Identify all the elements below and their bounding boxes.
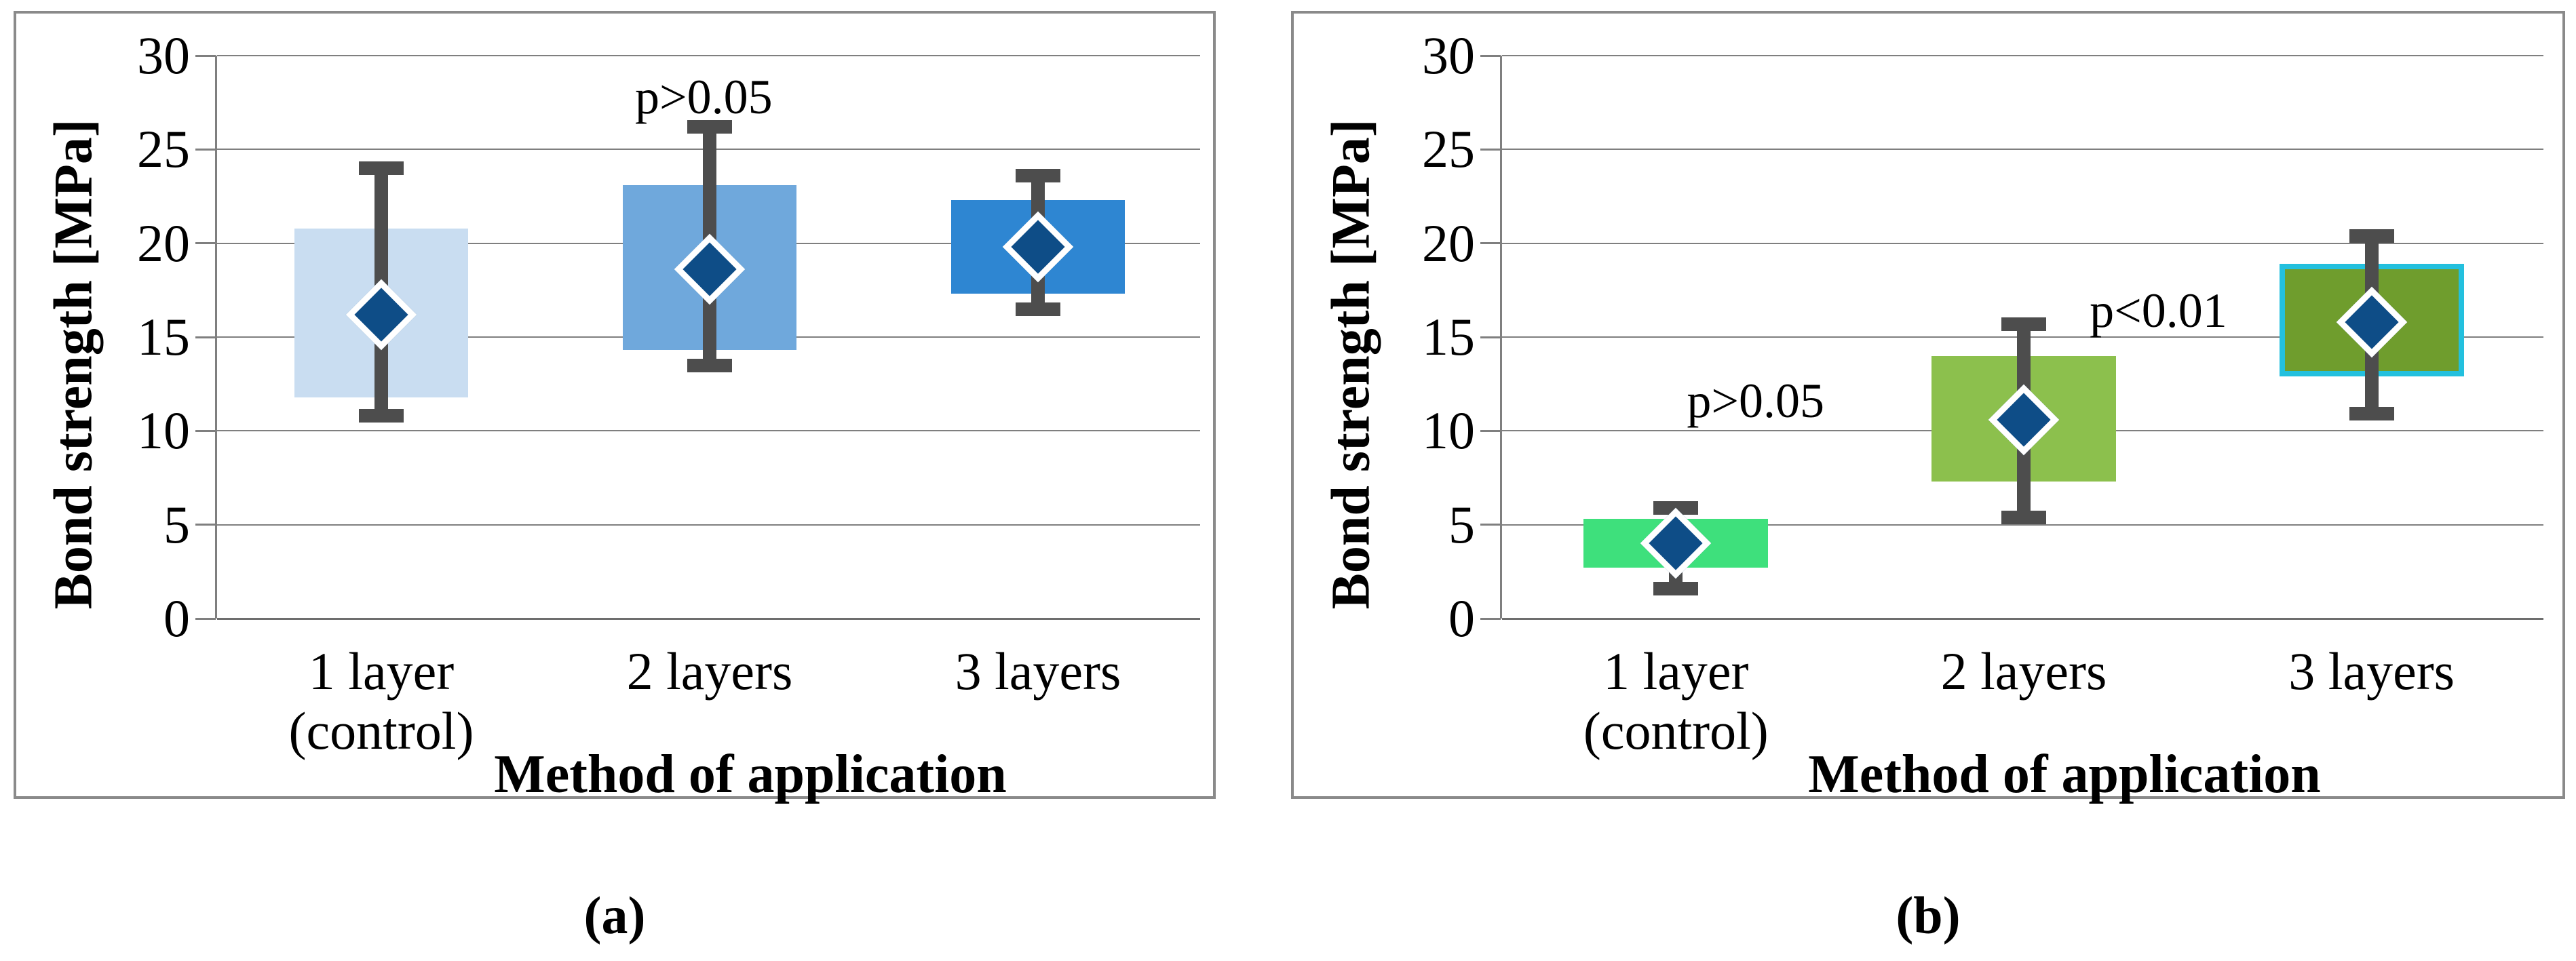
y-tick-0 xyxy=(1480,617,1501,620)
y-tick-label-0: 0 xyxy=(164,589,190,648)
y-tick-label-15: 15 xyxy=(1422,307,1475,366)
category-label-line: 3 layers xyxy=(955,642,1121,701)
category-label-2: 2 layers xyxy=(1820,642,2227,701)
category-label-line: 2 layers xyxy=(626,642,793,701)
gridline-10 xyxy=(217,430,1200,432)
caption-a: (a) xyxy=(14,885,1216,946)
category-label-line: 1 layer xyxy=(308,642,455,701)
whisker-cap-high-2 xyxy=(2001,317,2046,331)
whisker-cap-high-3 xyxy=(2349,229,2394,243)
y-tick-5 xyxy=(195,524,216,526)
category-label-3: 3 layers xyxy=(834,642,1242,701)
plot-area: 0 5 10 15 20 25 30 1 layer(control) 2 layers 3 la… xyxy=(1422,27,2543,804)
y-tick-30 xyxy=(195,54,216,57)
whisker-cap-high-2 xyxy=(687,120,732,134)
annotation-p-value-1: p>0.05 xyxy=(634,69,773,124)
y-tick-25 xyxy=(195,148,216,151)
y-tick-5 xyxy=(1480,524,1501,526)
gridline-30 xyxy=(217,55,1200,56)
gridline-20 xyxy=(1502,242,2543,244)
category-label-line: 1 layer xyxy=(1603,642,1749,701)
category-label-1: 1 layer(control) xyxy=(178,642,585,761)
whisker-cap-low-3 xyxy=(2349,407,2394,421)
caption-a-label: (a) xyxy=(583,886,646,945)
gridline-25 xyxy=(1502,149,2543,151)
caption-b: (b) xyxy=(1291,885,2565,946)
whisker-cap-low-3 xyxy=(1016,302,1060,316)
y-tick-label-5: 5 xyxy=(164,494,190,554)
category-label-line: (control) xyxy=(288,701,474,760)
category-label-3: 3 layers xyxy=(2168,642,2575,701)
y-tick-30 xyxy=(1480,54,1501,57)
whisker-cap-high-3 xyxy=(1016,169,1060,183)
gridline-30 xyxy=(1502,55,2543,56)
y-tick-label-30: 30 xyxy=(1422,26,1475,85)
y-tick-10 xyxy=(1480,429,1501,432)
whisker-cap-low-1 xyxy=(359,409,404,423)
category-label-line: 2 layers xyxy=(1940,642,2107,701)
annotation-p-value-1: p>0.05 xyxy=(1687,374,1825,429)
y-tick-label-5: 5 xyxy=(1448,494,1475,554)
whisker-cap-low-1 xyxy=(1653,581,1699,595)
whisker-cap-low-2 xyxy=(687,358,732,372)
x-axis-title: Method of application xyxy=(1808,745,2321,804)
y-tick-label-0: 0 xyxy=(1448,589,1475,648)
y-tick-0 xyxy=(195,617,216,620)
whisker-cap-low-2 xyxy=(2001,510,2046,524)
category-label-1: 1 layer(control) xyxy=(1472,642,1879,761)
category-label-line: 3 layers xyxy=(2288,642,2455,701)
y-tick-label-15: 15 xyxy=(137,307,190,366)
category-label-2: 2 layers xyxy=(506,642,913,701)
gridline-0 xyxy=(1502,618,2543,620)
category-label-line: (control) xyxy=(1583,701,1769,760)
y-tick-label-25: 25 xyxy=(1422,119,1475,179)
y-tick-15 xyxy=(195,336,216,338)
y-tick-20 xyxy=(195,242,216,245)
whisker-cap-high-1 xyxy=(1653,501,1699,515)
gridline-0 xyxy=(217,618,1200,620)
y-tick-20 xyxy=(1480,242,1501,245)
y-tick-label-10: 10 xyxy=(137,401,190,460)
y-tick-label-30: 30 xyxy=(137,26,190,85)
y-tick-label-25: 25 xyxy=(137,119,190,179)
y-tick-label-20: 20 xyxy=(137,213,190,273)
whisker-cap-high-1 xyxy=(359,161,404,175)
plot-area: 0 5 10 15 20 25 30 1 layer(control) 2 layers 3 la… xyxy=(137,27,1200,804)
x-axis-title: Method of application xyxy=(494,745,1007,804)
y-tick-25 xyxy=(1480,148,1501,151)
caption-b-label: (b) xyxy=(1896,886,1961,945)
y-tick-15 xyxy=(1480,336,1501,338)
gridline-5 xyxy=(217,524,1200,526)
y-tick-label-20: 20 xyxy=(1422,213,1475,273)
gridline-5 xyxy=(1502,524,2543,526)
annotation-p-value-2: p<0.01 xyxy=(2090,283,2227,338)
y-tick-10 xyxy=(195,429,216,432)
y-tick-label-10: 10 xyxy=(1422,401,1475,460)
